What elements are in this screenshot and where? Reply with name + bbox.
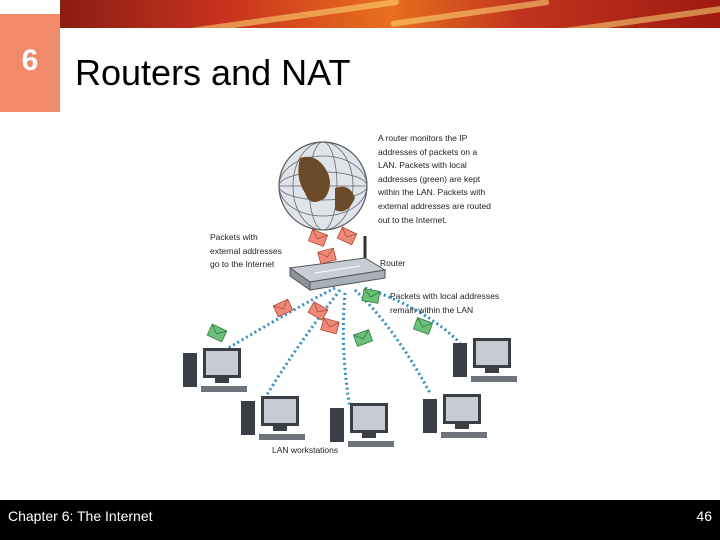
envelope-icon xyxy=(353,330,372,347)
external-packets-label: Packets with external addresses go to th… xyxy=(210,231,310,272)
globe-icon xyxy=(279,142,367,230)
router-label: Router xyxy=(380,257,406,271)
connection-line xyxy=(220,288,335,353)
envelope-icon xyxy=(321,318,340,334)
envelope-icon xyxy=(308,302,328,320)
envelope-icon xyxy=(308,230,327,247)
local-packets-label: Packets with local addresses remain with… xyxy=(390,290,535,317)
envelope-icon xyxy=(207,324,227,342)
envelope-icon xyxy=(273,299,293,317)
workstation-icon xyxy=(453,338,517,382)
footer-chapter: Chapter 6: The Internet xyxy=(8,508,153,524)
router-nat-diagram: A router monitors the IP addresses of pa… xyxy=(175,128,535,468)
page-number: 46 xyxy=(696,508,712,524)
router-caption: A router monitors the IP addresses of pa… xyxy=(378,132,533,227)
banner-streak xyxy=(181,0,400,28)
workstation-icon xyxy=(330,403,394,447)
workstations-label: LAN workstations xyxy=(272,444,338,458)
connection-line xyxy=(343,293,350,408)
envelope-icon xyxy=(413,318,432,335)
envelope-icon xyxy=(337,227,357,245)
chapter-number: 6 xyxy=(0,44,60,78)
slide-title: Routers and NAT xyxy=(75,52,350,94)
workstation-icon xyxy=(241,396,305,440)
workstation-icon xyxy=(183,348,247,392)
banner-streak xyxy=(390,0,549,27)
header-banner xyxy=(60,0,720,28)
envelope-icon xyxy=(318,248,337,264)
banner-streak xyxy=(560,4,720,28)
workstation-icon xyxy=(423,394,487,438)
footer-bar: Chapter 6: The Internet 46 xyxy=(0,500,720,540)
envelope-icon xyxy=(362,289,380,304)
